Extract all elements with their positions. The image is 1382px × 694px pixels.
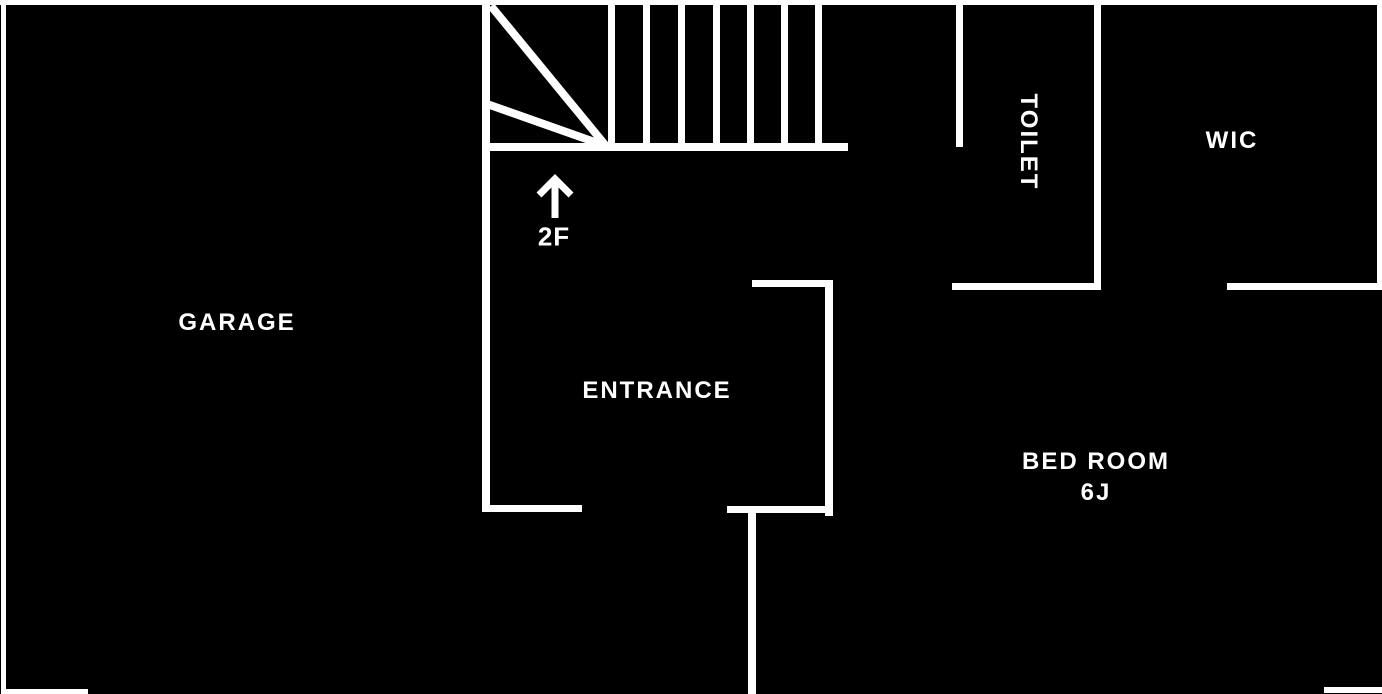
stair-tread-1	[608, 4, 615, 145]
wall-stair-entrance-left	[482, 2, 490, 512]
wall-entrance-right	[825, 280, 833, 516]
stair-tread-3	[678, 4, 685, 145]
wall-bedroom-bottom	[1324, 687, 1382, 693]
stair-base-line	[488, 143, 848, 151]
wall-toilet-right	[1094, 0, 1101, 290]
stair-tread-6	[781, 4, 788, 145]
border-top	[0, 0, 1382, 5]
garage-room-label: GARAGE	[178, 309, 296, 336]
bedroom-size-label: 6J	[1080, 479, 1112, 506]
stair-winder-diagonal-upper	[487, 3, 610, 149]
stairs-direction-label: 2F	[537, 221, 571, 252]
stair-tread-7	[815, 4, 822, 145]
stair-tread-5	[747, 4, 754, 145]
wic-room-label: WIC	[1205, 127, 1259, 154]
stair-winder-diagonal-lower	[485, 100, 608, 150]
wall-toilet-left	[956, 2, 963, 147]
wall-garage-bottom	[1, 689, 88, 694]
wall-entrance-bottom-right	[727, 506, 833, 513]
wall-entrance-bottom-left	[482, 505, 582, 512]
wall-toilet-bottom	[952, 283, 1101, 290]
stair-tread-2	[643, 4, 650, 145]
wall-entrance-bedroom-divider	[748, 513, 756, 694]
stair-tread-4	[713, 4, 720, 145]
border-left	[1, 2, 6, 694]
wall-bedroom-top	[1227, 283, 1382, 290]
bedroom-room-label: BED ROOM 6J	[1022, 446, 1170, 508]
entrance-room-label: ENTRANCE	[582, 377, 732, 404]
arrow-up-icon	[536, 174, 574, 218]
toilet-room-label: TOILET	[1015, 93, 1042, 191]
wall-entrance-right-top	[752, 280, 832, 287]
border-right	[1377, 0, 1382, 290]
bedroom-room-label-line1: BED ROOM	[1022, 448, 1170, 475]
